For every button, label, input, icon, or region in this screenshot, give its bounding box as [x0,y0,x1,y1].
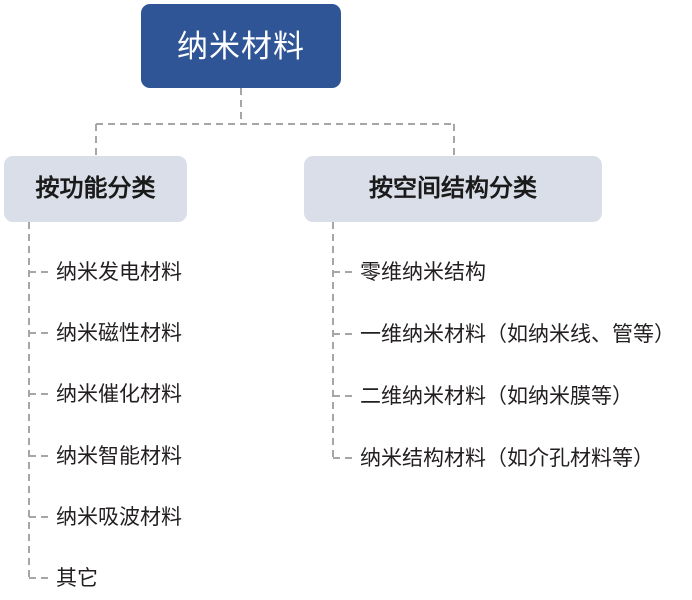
leaf-item[interactable]: 其它 [56,567,98,590]
leaf-item[interactable]: 一维纳米材料（如纳米线、管等） [360,323,675,346]
leaf-item[interactable]: 纳米磁性材料 [56,322,182,345]
leaf-item[interactable]: 纳米结构材料（如介孔材料等） [360,447,654,470]
leaf-item[interactable]: 二维纳米材料（如纳米膜等） [360,385,633,408]
root-node-nanomaterials[interactable]: 纳米材料 [141,4,341,88]
branch-node-by-function[interactable]: 按功能分类 [4,156,187,222]
leaf-item[interactable]: 纳米催化材料 [56,383,182,406]
branch-node-by-structure[interactable]: 按空间结构分类 [304,156,602,222]
leaf-item[interactable]: 纳米智能材料 [56,445,182,468]
leaf-item[interactable]: 纳米发电材料 [56,261,182,284]
leaf-item[interactable]: 零维纳米结构 [360,261,486,284]
branch-node-label-by-structure: 按空间结构分类 [369,175,537,202]
root-node-label: 纳米材料 [177,28,305,64]
branch-node-label-by-function: 按功能分类 [35,175,156,202]
leaf-item[interactable]: 纳米吸波材料 [56,506,182,529]
